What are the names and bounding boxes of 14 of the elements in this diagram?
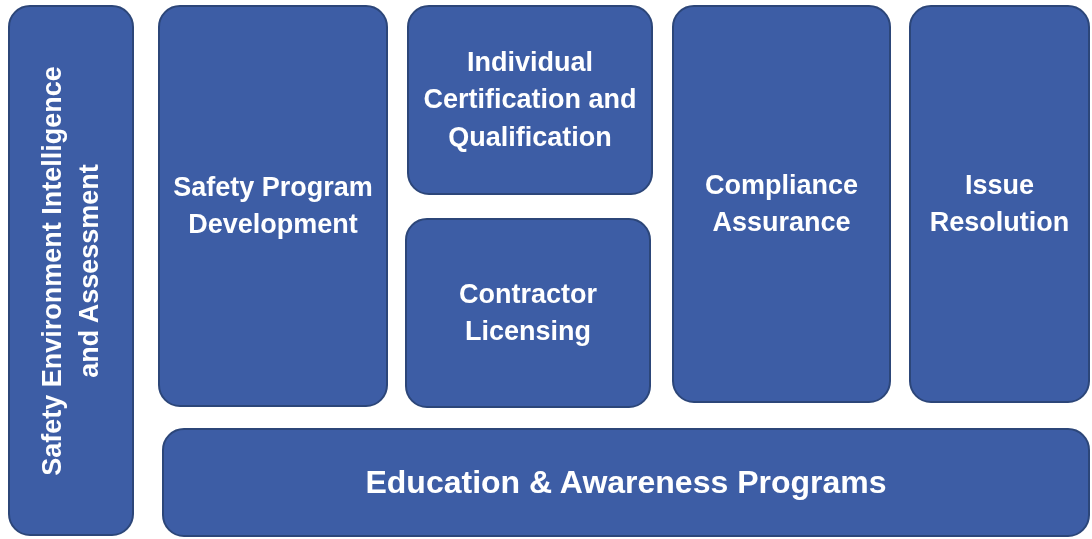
box-label: Individual Certification and Qualification	[422, 46, 638, 154]
rounded-box	[672, 5, 891, 403]
rounded-box	[405, 218, 651, 408]
box-label: Issue Resolution	[928, 168, 1071, 239]
rounded-box	[158, 5, 388, 407]
rounded-box	[407, 5, 653, 195]
box-label: Safety Program Development	[172, 170, 374, 241]
box-label: Compliance Assurance	[703, 168, 859, 239]
rounded-box	[8, 5, 134, 536]
rounded-box	[909, 5, 1090, 403]
rounded-box	[162, 428, 1090, 537]
box-label: Safety Environment Intelligence and Assessment	[35, 64, 105, 478]
box-label: Education & Awareness Programs	[365, 463, 887, 503]
box-label: Contractor Licensing	[458, 277, 598, 348]
